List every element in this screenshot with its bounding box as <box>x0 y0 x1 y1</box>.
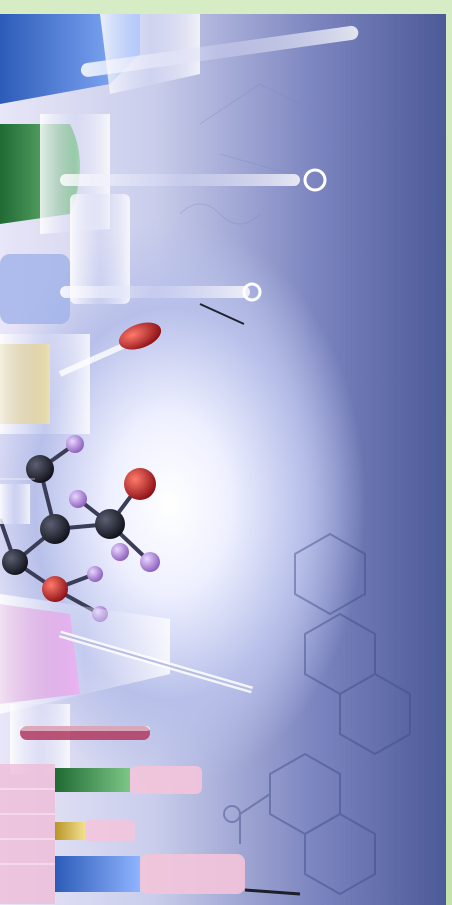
magenta-beaker <box>0 594 253 714</box>
test-tube-rack-upper <box>0 194 262 325</box>
green-flask <box>0 114 327 234</box>
blue-flask <box>0 14 359 104</box>
test-tubes-bottom <box>0 764 301 904</box>
lab-scene-illustration <box>0 14 411 904</box>
lab-glassware-photo <box>0 14 446 905</box>
hexagon-structure-drawing <box>223 532 411 896</box>
yellow-beaker <box>0 322 162 434</box>
formula-sketch <box>179 83 331 225</box>
dropper <box>10 704 150 774</box>
molecule-model <box>0 435 160 622</box>
